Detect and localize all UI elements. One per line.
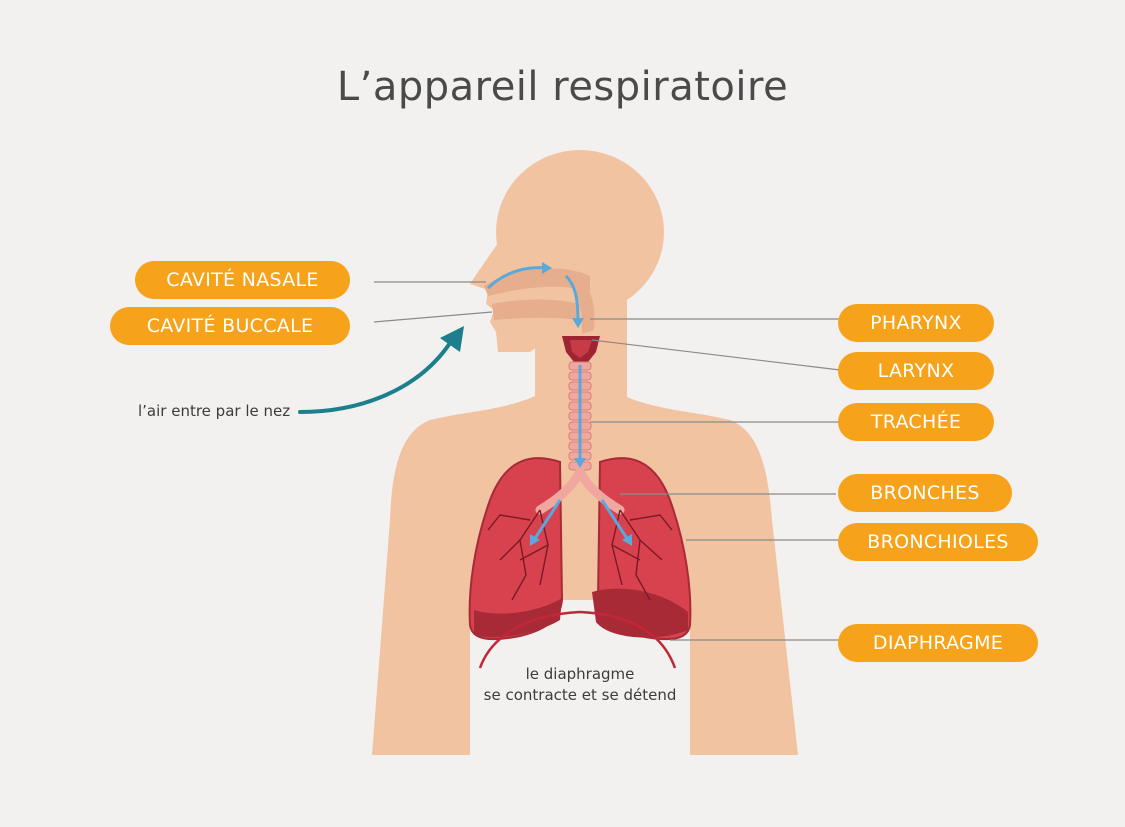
bronchi-shape	[535, 467, 625, 515]
left-lung-lobe	[474, 598, 562, 638]
air-arrow-left-lung-head	[530, 534, 540, 546]
leader-lines	[373, 281, 841, 641]
larynx-shape	[562, 336, 600, 362]
air-arrow-nose-head	[542, 262, 552, 274]
diaphragm-note-line2: se contracte et se détend	[483, 686, 677, 704]
label-nasal-cavity: CAVITÉ NASALE	[135, 261, 350, 299]
air-arrow-trachea-head	[574, 458, 586, 468]
label-bronchi: BRONCHES	[838, 474, 1012, 512]
label-trachea: TRACHÉE	[838, 403, 994, 441]
air-entry-arrow	[298, 338, 454, 414]
air-arrow-left-lung	[532, 499, 562, 541]
air-arrow-nose	[486, 266, 549, 290]
label-larynx: LARYNX	[838, 352, 994, 390]
oral-cavity-shape	[492, 299, 580, 320]
right-lung-lobe	[592, 588, 688, 638]
page-title: L’appareil respiratoire	[336, 64, 789, 110]
diaphragm-shape	[478, 610, 677, 669]
nasal-cavity-shape	[484, 268, 590, 296]
label-oral-cavity: CAVITÉ BUCCALE	[110, 307, 350, 345]
label-diaphragm: DIAPHRAGME	[838, 624, 1038, 662]
air-arrow-throat	[564, 274, 580, 323]
air-arrow-throat-head	[572, 318, 584, 328]
left-lung	[468, 457, 564, 641]
label-pharynx: PHARYNX	[838, 304, 994, 342]
air-arrow-right-lung-head	[622, 534, 632, 546]
diaphragm-note: le diaphragme se contracte et se détend	[480, 664, 680, 706]
air-entry-arrow-head	[440, 326, 464, 352]
diaphragm-note-line1: le diaphragme	[525, 665, 635, 683]
air-entry-note: l’air entre par le nez	[138, 402, 291, 420]
label-bronchioles: BRONCHIOLES	[838, 523, 1038, 561]
air-arrow-right-lung	[600, 499, 630, 541]
